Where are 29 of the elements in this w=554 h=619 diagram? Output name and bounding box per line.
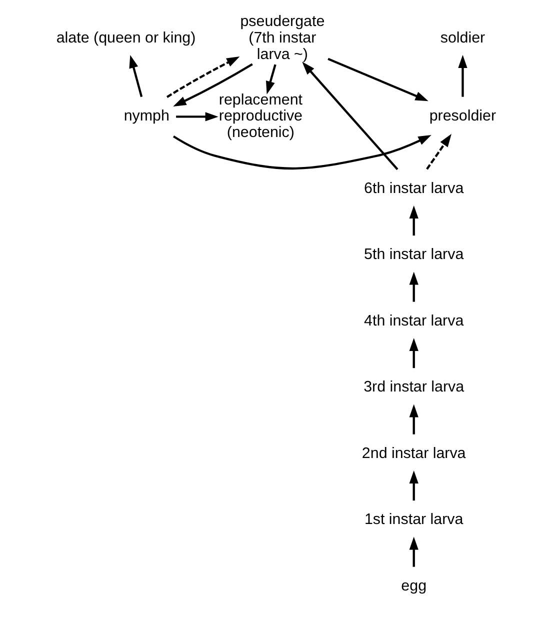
- arrow: [172, 134, 432, 170]
- arrow: [409, 404, 418, 434]
- arrow: [409, 536, 418, 567]
- node-text: 4th instar larva: [364, 312, 464, 330]
- node-text: pseudergate (7th instar larva ~): [240, 13, 325, 63]
- arrow: [328, 58, 428, 102]
- arrow: [173, 63, 253, 106]
- arrow: [409, 338, 418, 368]
- arrow: [302, 62, 398, 170]
- node-text: replacement reproductive (neotenic): [218, 91, 302, 142]
- node-text: nymph: [124, 108, 170, 125]
- arrow: [129, 55, 143, 98]
- arrow: [409, 272, 418, 302]
- node-text: 2nd instar larva: [362, 444, 466, 462]
- arrow: [409, 470, 418, 501]
- node-text: 3rd instar larva: [364, 378, 464, 396]
- arrow: [426, 134, 452, 170]
- node-text: 5th instar larva: [364, 246, 464, 264]
- arrow: [266, 64, 276, 94]
- node-text: egg: [401, 577, 427, 594]
- node-text: presoldier: [429, 108, 496, 125]
- arrow: [176, 112, 218, 122]
- node-text: soldier: [440, 30, 486, 47]
- node-text: alate (queen or king): [56, 30, 196, 47]
- node-text: 1st instar larva: [364, 511, 464, 528]
- arrow: [409, 205, 418, 236]
- arrow: [166, 56, 240, 98]
- arrow: [458, 54, 468, 97]
- node-text: 6th instar larva: [364, 180, 464, 197]
